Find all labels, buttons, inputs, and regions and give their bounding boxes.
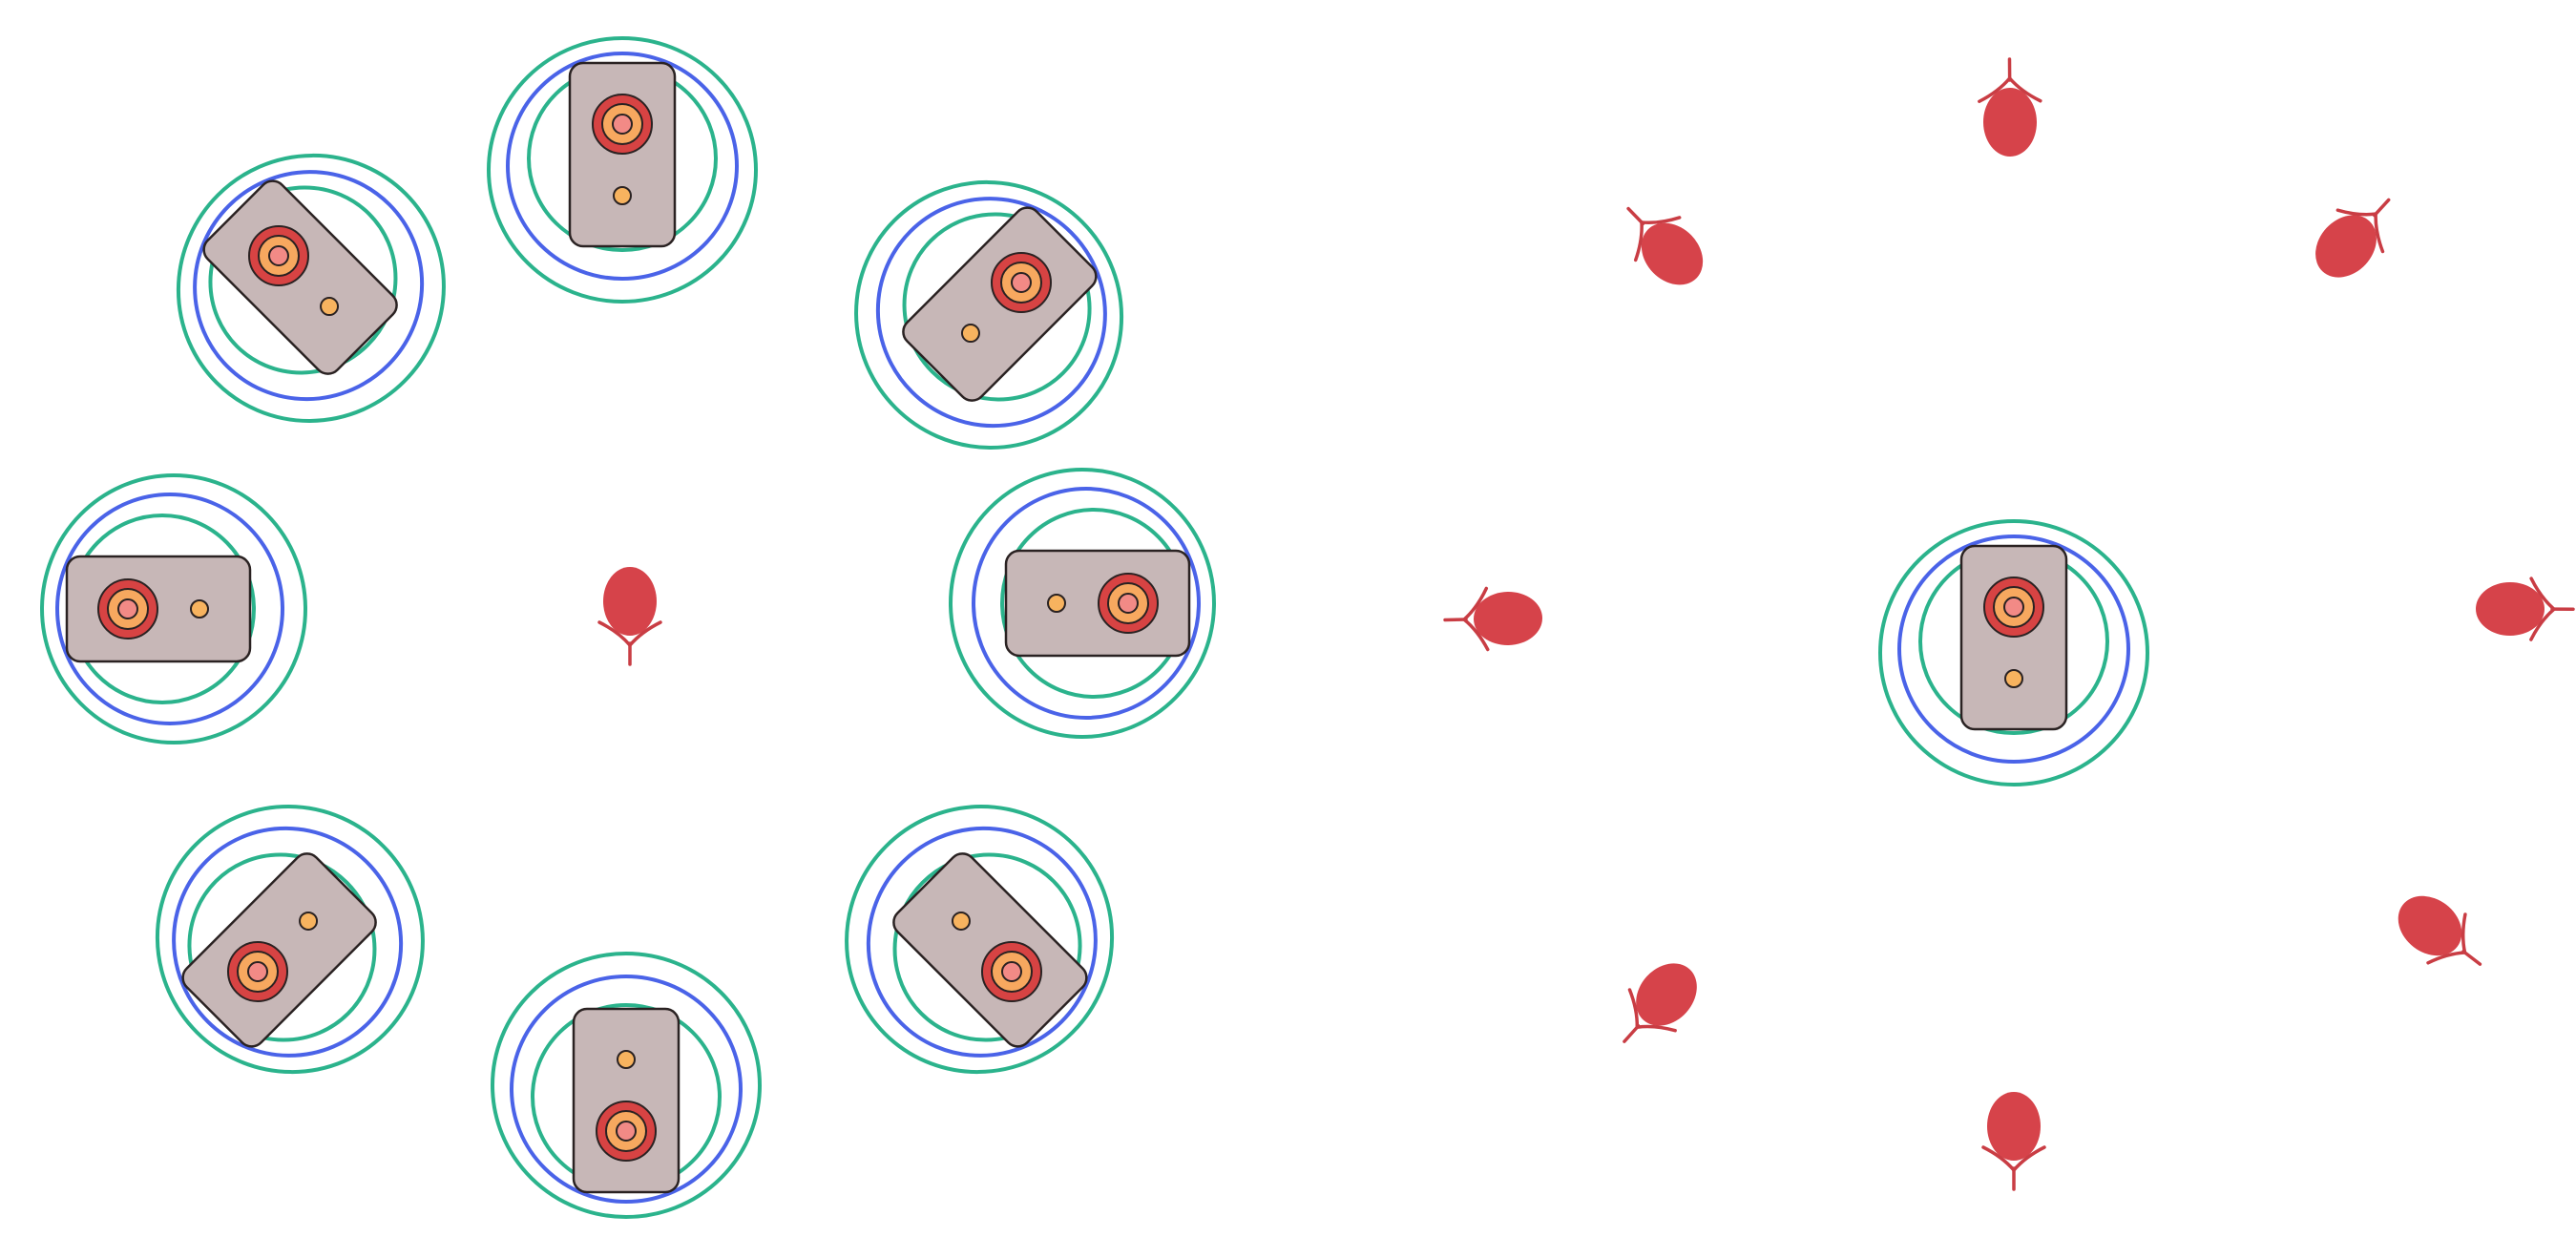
listener-head-icon [2476,581,2545,637]
listener-facing-stem-icon [1626,206,1645,226]
sound-wave-middle [193,170,425,402]
tweeter-icon [613,186,632,205]
tweeter-icon [299,911,319,931]
speaker-top-right [854,179,1124,450]
speaker-cabinet [181,852,377,1048]
listener-head-icon [1641,222,1704,285]
listener-ring-right [1443,57,2575,1191]
listener-bottom-right [2398,895,2482,966]
speaker-body [1004,549,1191,658]
speaker-body [892,852,1088,1048]
tweeter-icon [2004,669,2023,688]
speaker-body [902,206,1098,402]
tweeter-icon [190,599,209,619]
sound-wave-middle [875,197,1107,429]
speaker-body [1959,544,2068,731]
listener-right [2476,577,2575,641]
speaker-center [1878,519,2149,786]
sound-wave-outer [1878,519,2149,786]
sound-wave-outer [487,36,758,304]
speaker-cabinet [892,852,1088,1048]
sound-wave-outer [155,805,425,1075]
tweeter-icon [320,297,340,317]
sound-wave-middle [55,493,284,725]
speaker-ring-left [40,36,1216,1219]
tweeter-icon [951,911,971,931]
speaker-left [40,473,307,744]
speaker-bottom-right [845,805,1115,1075]
woofer-center-icon [1011,272,1032,293]
woofer-center-icon [1001,961,1022,982]
sound-wave-outer [854,179,1124,450]
sound-wave-middle [506,52,739,281]
speaker-cabinet [202,179,398,375]
listener-head-icon [2315,215,2377,278]
listener-center [597,567,662,666]
sound-wave-middle [866,826,1098,1058]
woofer-center-icon [117,598,138,619]
woofer-center-icon [1118,593,1139,614]
sound-wave-middle [972,487,1201,720]
listener-facing-stem-icon [1623,1024,1641,1043]
speaker-body [568,61,677,248]
listener-bottom [1981,1092,2046,1191]
listener-top-right [2315,198,2391,278]
listener-facing-stem-icon [2373,198,2391,218]
sound-wave-middle [1897,535,2130,764]
sound-wave-outer [40,473,307,744]
listener-head-icon [1474,591,1542,646]
listener-head-icon [1636,963,1697,1026]
woofer-center-icon [247,961,268,982]
sound-wave-middle [172,826,404,1058]
listener-bottom-left [1623,963,1697,1043]
woofer-center-icon [612,114,633,135]
sound-wave-outer [845,805,1115,1075]
woofer-center-icon [268,245,289,266]
listener-head-icon [2398,895,2462,956]
speaker-body [181,852,377,1048]
speaker-body [572,1007,681,1194]
sound-wave-middle [510,975,743,1204]
speaker-bottom [491,952,762,1219]
tweeter-icon [1047,594,1066,613]
listener-top-left [1626,206,1704,285]
listener-facing-stem-icon [2461,950,2482,966]
speaker-bottom-left [155,805,425,1075]
listener-head-icon [1982,88,2038,157]
sound-wave-outer [176,153,446,423]
tweeter-icon [617,1050,636,1069]
speaker-cabinet [902,206,1098,402]
speaker-top-left [176,153,446,423]
tweeter-icon [960,324,980,344]
woofer-center-icon [616,1121,637,1142]
speaker-top [487,36,758,304]
listener-top [1978,57,2042,157]
speaker-body [202,179,398,375]
woofer-center-icon [2003,597,2024,618]
speaker-right [949,468,1216,739]
sound-wave-outer [491,952,762,1219]
listener-head-icon [603,567,657,636]
listener-left [1443,586,1542,652]
listener-head-icon [1987,1092,2041,1161]
sound-wave-outer [949,468,1216,739]
speaker-body [65,555,252,663]
